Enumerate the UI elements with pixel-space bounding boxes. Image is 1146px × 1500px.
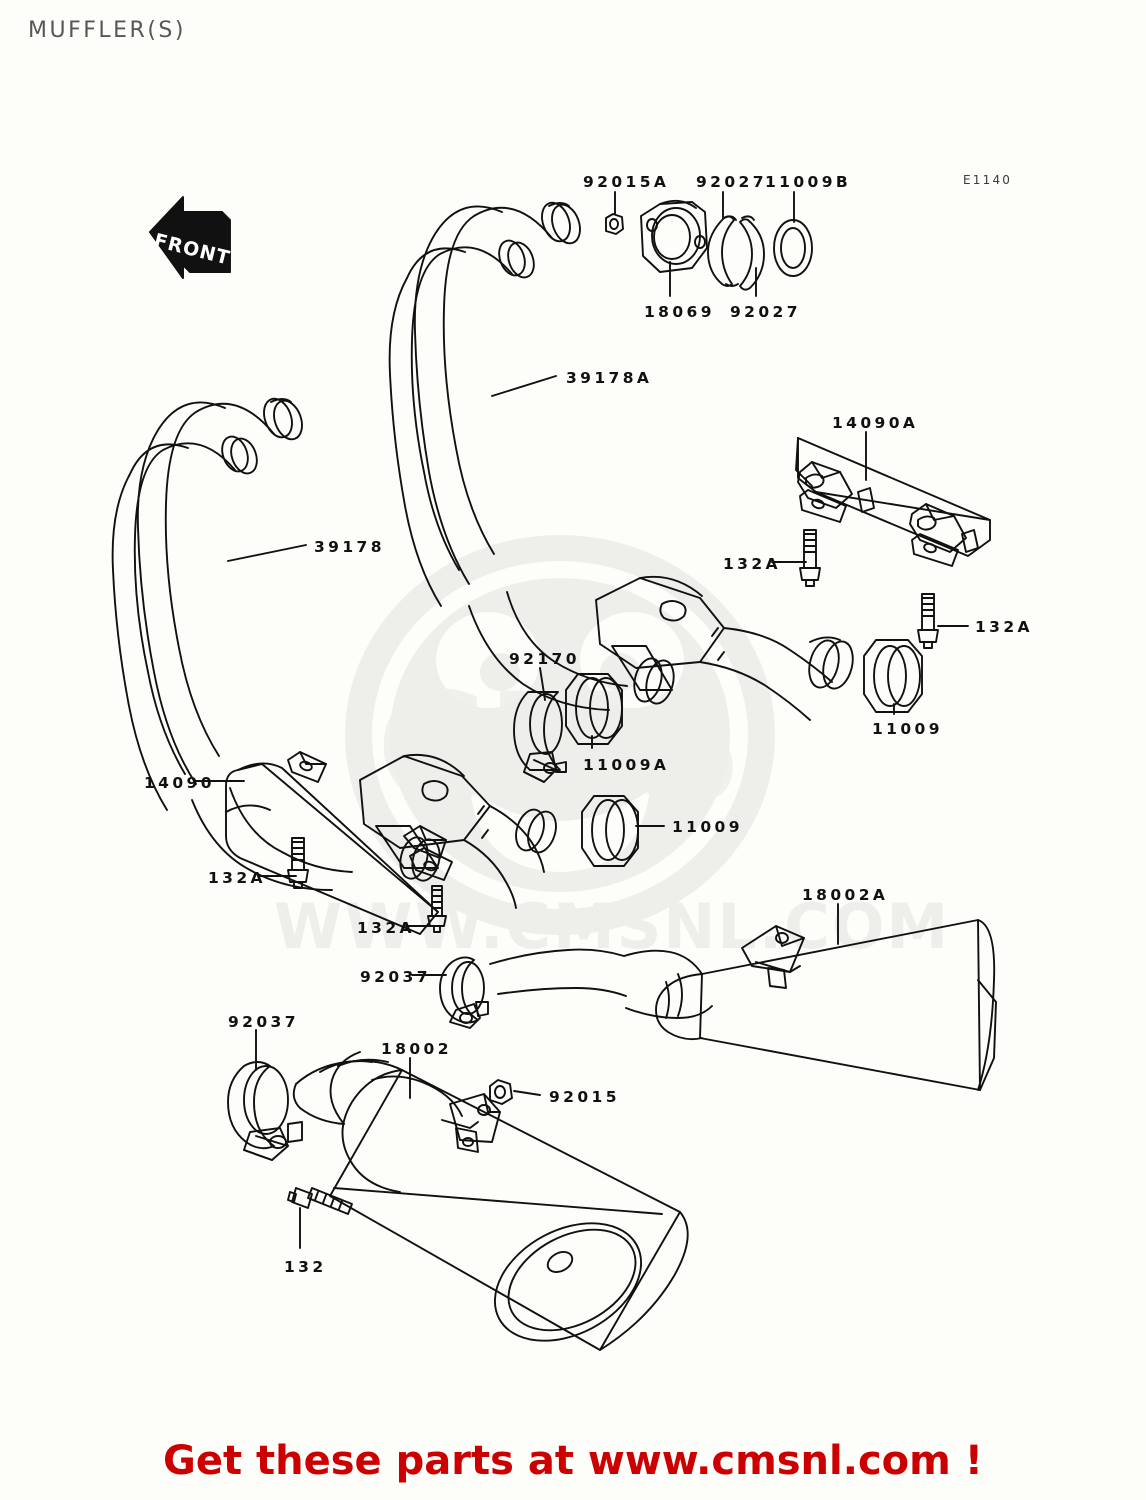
header-pipe-39178: [111, 397, 353, 891]
page-title: MUFFLER(S): [28, 18, 186, 43]
part-label-132a-mid: 132A: [357, 919, 415, 937]
part-label-92170: 92170: [509, 650, 580, 668]
part-label-18069: 18069: [644, 303, 715, 321]
header-pipe-39178a: [388, 201, 628, 711]
gasket-11009-lower: [581, 795, 639, 867]
part-label-18002a: 18002A: [802, 886, 889, 904]
heat-shield-14090: [225, 751, 453, 935]
collector-right: [595, 575, 854, 721]
gasket-11009-upper: [863, 639, 923, 713]
exhaust-clamp-92037-lower: [227, 1061, 303, 1161]
pipe-clamp-92170: [513, 691, 567, 783]
split-collar-92027-b: [739, 215, 765, 291]
svg-text:WWW.CMSNL.COM: WWW.CMSNL.COM: [274, 890, 950, 963]
part-label-92015a: 92015A: [583, 173, 670, 191]
part-label-132: 132: [284, 1258, 327, 1276]
muffler-18002a: [489, 919, 997, 1091]
part-label-92027-top: 92027: [696, 173, 767, 191]
part-label-132a-left: 132A: [208, 869, 266, 887]
svg-text:CMS: CMS: [376, 662, 743, 836]
part-label-132a-upper: 132A: [723, 555, 781, 573]
split-collar-92027-a: [707, 215, 739, 287]
part-label-92037-upper: 92037: [360, 968, 431, 986]
gasket-11009b: [773, 219, 813, 277]
part-label-92037-lower: 92037: [228, 1013, 299, 1031]
leader-lines: [195, 191, 969, 1249]
nut-92015: [489, 1079, 513, 1105]
bolt-132a-left: [287, 837, 309, 889]
front-arrow-icon: FRONT: [149, 196, 232, 279]
part-label-11009a: 11009A: [583, 756, 670, 774]
watermark-group: CMS WWW.CMSNL.COM: [274, 535, 950, 963]
part-label-14090: 14090: [144, 774, 215, 792]
bolt-132a-mid: [427, 885, 447, 933]
part-label-11009b: 11009B: [765, 173, 852, 191]
part-label-39178a: 39178A: [566, 369, 653, 387]
part-label-14090a: 14090A: [832, 414, 919, 432]
part-label-18002: 18002: [381, 1040, 452, 1058]
footer-banner: Get these parts at www.cmsnl.com !: [163, 1438, 983, 1484]
part-label-132a-right: 132A: [975, 618, 1033, 636]
diagram-code: E1140: [963, 173, 1013, 187]
exhaust-holder-18069: [640, 199, 708, 273]
part-label-39178: 39178: [314, 538, 385, 556]
muffler-18002: [292, 1051, 689, 1351]
nut-92015a: [605, 213, 624, 235]
bolt-132a-right: [917, 593, 939, 649]
bolt-132a-upper: [799, 529, 821, 587]
heat-shield-14090a: [795, 437, 991, 567]
part-label-92027-bottom: 92027: [730, 303, 801, 321]
part-label-11009-upper: 11009: [872, 720, 943, 738]
bolt-132: [287, 1187, 353, 1215]
part-label-11009-lower: 11009: [672, 818, 743, 836]
part-label-92015: 92015: [549, 1088, 620, 1106]
exhaust-clamp-92037-upper: [439, 956, 489, 1029]
